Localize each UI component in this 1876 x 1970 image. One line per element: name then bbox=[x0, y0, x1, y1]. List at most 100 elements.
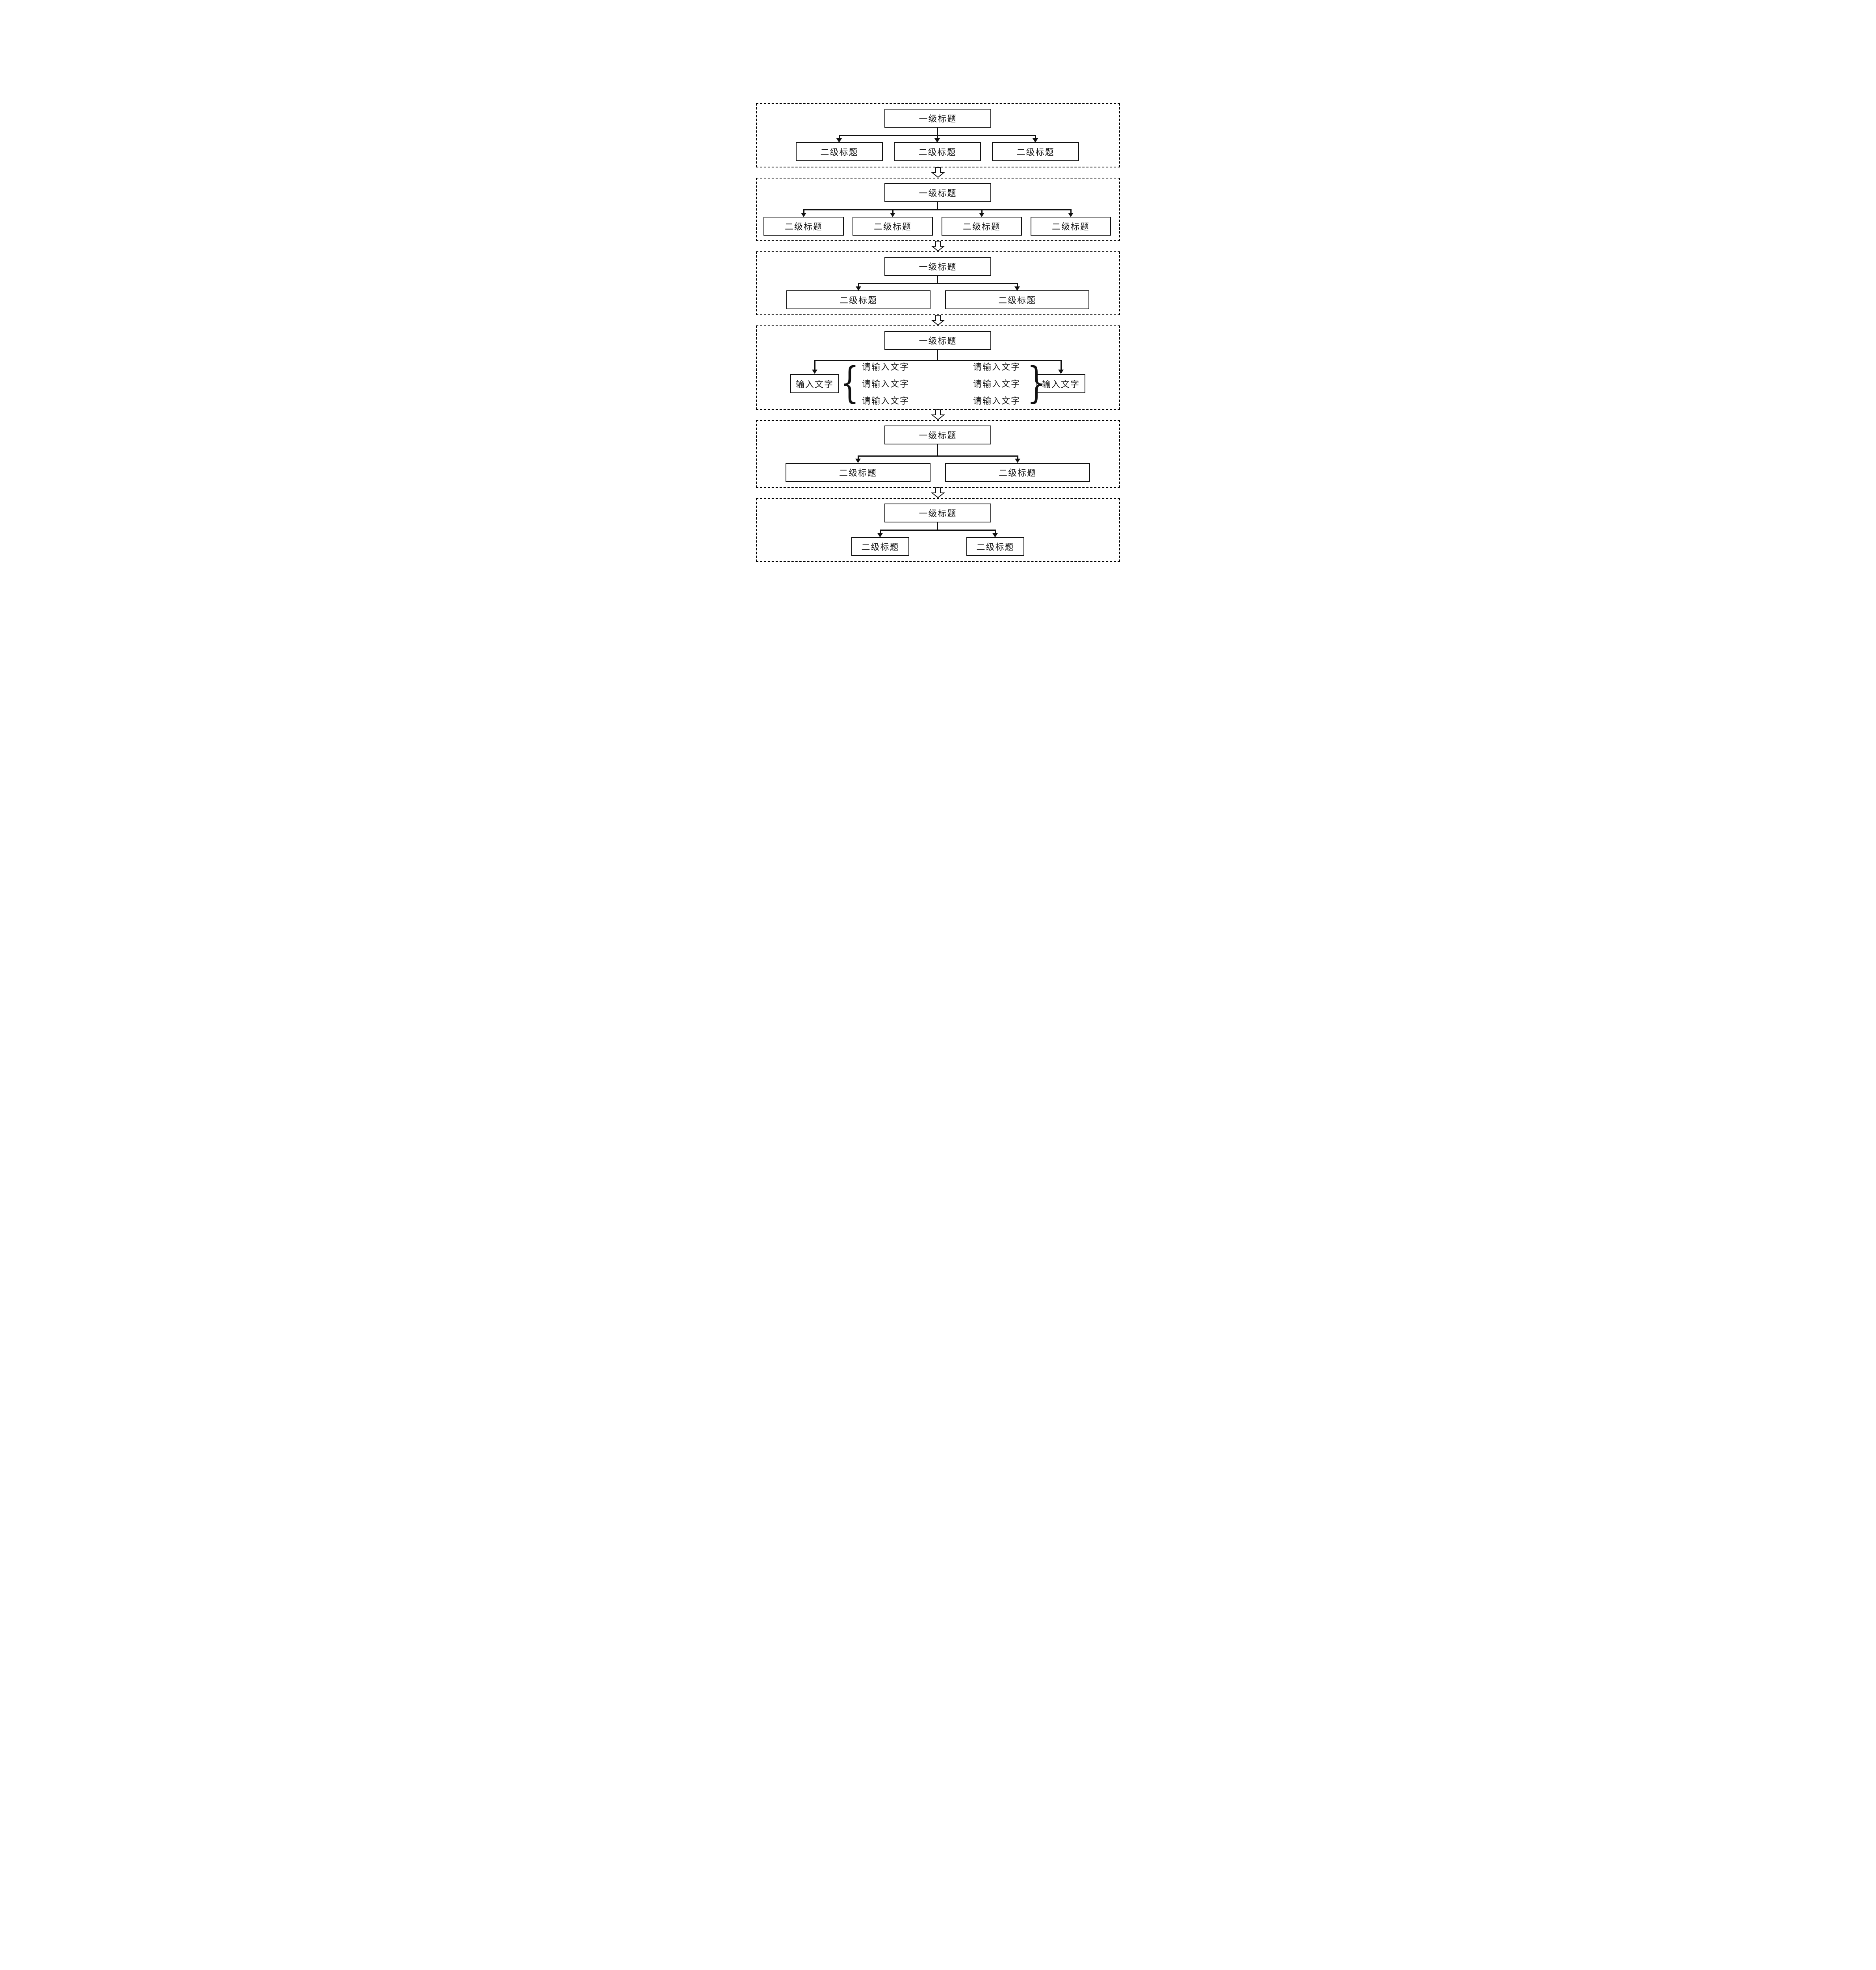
level2-title-box[interactable]: 二级标题 bbox=[851, 537, 909, 556]
flow-down-arrow-icon bbox=[931, 315, 945, 326]
placeholder-text[interactable]: 请输入文字 bbox=[862, 396, 910, 406]
level1-title-label: 一级标题 bbox=[919, 114, 957, 124]
level1-title-label: 一级标题 bbox=[919, 336, 957, 346]
placeholder-text[interactable]: 请输入文字 bbox=[973, 396, 1021, 406]
arrowhead-down-icon bbox=[801, 213, 806, 217]
level2-title-label: 二级标题 bbox=[998, 468, 1036, 478]
placeholder-text[interactable]: 请输入文字 bbox=[973, 379, 1021, 389]
level2-title-box[interactable]: 二级标题 bbox=[786, 463, 931, 482]
connector-line bbox=[858, 283, 1018, 284]
connector-line bbox=[995, 530, 996, 533]
input-text-box-right[interactable]: 输入文字 bbox=[1036, 374, 1085, 393]
connector-line bbox=[880, 530, 996, 531]
level1-title-box[interactable]: 一级标题 bbox=[884, 257, 991, 276]
arrowhead-down-icon bbox=[877, 533, 883, 537]
connector-line bbox=[815, 360, 1061, 361]
level1-title-label: 一级标题 bbox=[919, 188, 957, 198]
connector-line bbox=[937, 202, 938, 209]
connector-line bbox=[804, 209, 1071, 210]
level1-title-box[interactable]: 一级标题 bbox=[884, 183, 991, 202]
level2-title-box[interactable]: 二级标题 bbox=[786, 290, 931, 309]
input-text-box-left[interactable]: 输入文字 bbox=[790, 374, 839, 393]
level2-title-label: 二级标题 bbox=[1051, 222, 1090, 232]
section-panel-6: 一级标题 二级标题 二级标题 bbox=[756, 498, 1120, 562]
connector-line bbox=[814, 360, 815, 370]
brace-left-icon: { bbox=[840, 358, 859, 408]
level1-title-box[interactable]: 一级标题 bbox=[884, 331, 991, 350]
brace-right-icon: } bbox=[1027, 358, 1046, 408]
input-text-label: 输入文字 bbox=[1042, 379, 1080, 389]
arrowhead-down-icon bbox=[992, 533, 998, 537]
level2-title-box[interactable]: 二级标题 bbox=[796, 142, 883, 161]
level1-title-box[interactable]: 一级标题 bbox=[884, 504, 991, 522]
connector-line bbox=[1017, 455, 1018, 459]
connector-line bbox=[880, 530, 881, 533]
placeholder-text[interactable]: 请输入文字 bbox=[862, 379, 910, 389]
arrowhead-down-icon bbox=[1068, 213, 1074, 217]
arrowhead-down-icon bbox=[934, 138, 940, 143]
arrowhead-down-icon bbox=[1033, 138, 1038, 143]
section-panel-5: 一级标题 二级标题 二级标题 bbox=[756, 420, 1120, 488]
connector-line bbox=[937, 135, 938, 139]
level2-title-box[interactable]: 二级标题 bbox=[966, 537, 1024, 556]
flow-down-arrow-icon bbox=[931, 409, 945, 420]
input-text-label: 输入文字 bbox=[795, 379, 834, 389]
level2-title-label: 二级标题 bbox=[918, 147, 957, 157]
section-panel-1: 一级标题 二级标题 二级标题 二级标题 bbox=[756, 103, 1120, 167]
connector-line bbox=[1035, 135, 1036, 139]
arrowhead-down-icon bbox=[836, 138, 842, 143]
level2-title-box[interactable]: 二级标题 bbox=[945, 290, 1089, 309]
placeholder-text[interactable]: 请输入文字 bbox=[862, 362, 910, 372]
level2-title-label: 二级标题 bbox=[839, 296, 877, 305]
level2-title-box[interactable]: 二级标题 bbox=[853, 217, 933, 236]
level2-title-label: 二级标题 bbox=[873, 222, 912, 232]
arrowhead-down-icon bbox=[979, 213, 984, 217]
connector-line bbox=[1017, 283, 1018, 287]
document-page: 一级标题 二级标题 二级标题 二级标题 一级标题 bbox=[704, 0, 1172, 663]
level2-title-box[interactable]: 二级标题 bbox=[763, 217, 844, 236]
level2-title-box[interactable]: 二级标题 bbox=[894, 142, 981, 161]
connector-line bbox=[937, 128, 938, 135]
arrowhead-down-icon bbox=[855, 459, 861, 463]
level1-title-box[interactable]: 一级标题 bbox=[884, 109, 991, 128]
connector-line bbox=[858, 283, 859, 287]
level2-title-label: 二级标题 bbox=[839, 468, 877, 478]
connector-line bbox=[937, 350, 938, 360]
flow-down-arrow-icon bbox=[931, 241, 945, 252]
flow-down-arrow-icon bbox=[931, 487, 945, 498]
section-panel-3: 一级标题 二级标题 二级标题 bbox=[756, 251, 1120, 315]
level2-title-label: 二级标题 bbox=[1016, 147, 1055, 157]
level2-title-label: 二级标题 bbox=[976, 542, 1014, 552]
connector-line bbox=[1070, 209, 1072, 213]
arrowhead-down-icon bbox=[812, 370, 817, 374]
level1-title-label: 一级标题 bbox=[919, 431, 957, 440]
level2-title-box[interactable]: 二级标题 bbox=[1031, 217, 1111, 236]
arrowhead-down-icon bbox=[1015, 459, 1020, 463]
connector-line bbox=[981, 209, 983, 213]
connector-line bbox=[858, 455, 859, 459]
connector-line bbox=[892, 209, 893, 213]
level2-title-label: 二级标题 bbox=[998, 296, 1036, 305]
arrowhead-down-icon bbox=[890, 213, 895, 217]
connector-line bbox=[937, 444, 938, 455]
level2-title-box[interactable]: 二级标题 bbox=[945, 463, 1090, 482]
level2-title-label: 二级标题 bbox=[784, 222, 823, 232]
level2-title-label: 二级标题 bbox=[962, 222, 1001, 232]
section-panel-4: 一级标题 输入文字 输入文字 { } 请输入文字 请输入文字 请输入文字 请输入… bbox=[756, 325, 1120, 410]
connector-line bbox=[803, 209, 804, 213]
level1-title-label: 一级标题 bbox=[919, 509, 957, 519]
connector-line bbox=[858, 455, 1018, 457]
arrowhead-down-icon bbox=[1058, 370, 1064, 374]
level2-title-label: 二级标题 bbox=[861, 542, 899, 552]
level1-title-label: 一级标题 bbox=[919, 262, 957, 272]
connector-line bbox=[1061, 360, 1062, 370]
connector-line bbox=[937, 522, 938, 530]
level1-title-box[interactable]: 一级标题 bbox=[884, 426, 991, 444]
level2-title-box[interactable]: 二级标题 bbox=[942, 217, 1022, 236]
level2-title-box[interactable]: 二级标题 bbox=[992, 142, 1079, 161]
section-panel-2: 一级标题 二级标题 二级标题 二级标题 二级标题 bbox=[756, 178, 1120, 241]
connector-line bbox=[839, 135, 840, 139]
placeholder-text[interactable]: 请输入文字 bbox=[973, 362, 1021, 372]
arrowhead-down-icon bbox=[856, 286, 861, 291]
connector-line bbox=[937, 276, 938, 283]
